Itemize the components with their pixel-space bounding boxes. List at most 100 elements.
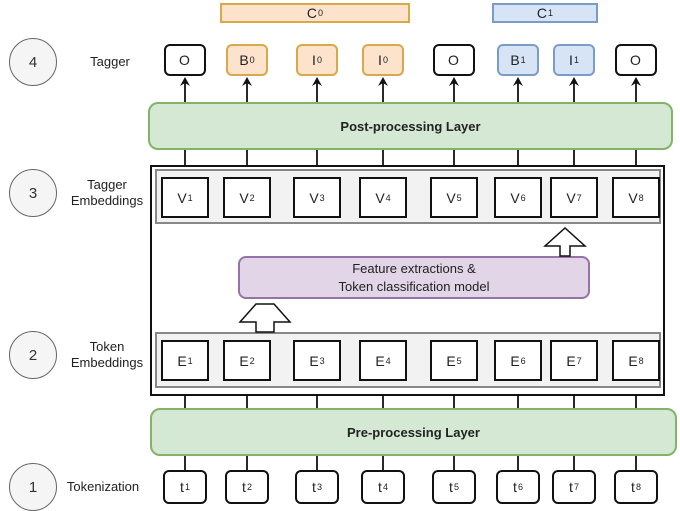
token-box-label: t	[180, 479, 184, 495]
token-box-sub: 2	[246, 482, 252, 492]
tagger-embedding-box-label: V	[628, 189, 638, 206]
tag-box: O	[615, 44, 657, 76]
arrow-head-icon	[180, 77, 190, 86]
token-embedding-box-sub: 5	[456, 355, 462, 366]
chunk-label: C	[306, 5, 318, 21]
token-box-sub: 6	[517, 482, 523, 492]
token-embedding-box-sub: 7	[576, 355, 582, 366]
tagger-embedding-box-sub: 2	[249, 192, 255, 203]
tag-box-sub: 1	[573, 55, 579, 65]
token-box-sub: 5	[453, 482, 459, 492]
token-box-sub: 7	[573, 482, 579, 492]
tagger-embedding-box-label: V	[239, 189, 249, 206]
token-box-label: t	[569, 479, 573, 495]
tagger-embedding-box-label: V	[566, 189, 576, 206]
arrow-head-icon	[631, 77, 641, 86]
tag-box-sub: 0	[316, 55, 322, 65]
tagger-embedding-box-label: V	[177, 189, 187, 206]
token-embedding-box-sub: 2	[249, 355, 255, 366]
tag-box-label: I	[312, 52, 316, 68]
token-box-sub: 3	[316, 482, 322, 492]
token-box-sub: 4	[382, 482, 388, 492]
token-box-label: t	[631, 479, 635, 495]
model-line2: Token classification model	[338, 278, 490, 294]
token-embedding-box-label: E	[239, 352, 249, 369]
tagger-embedding-box-sub: 3	[319, 192, 325, 203]
tagger-embedding-box-sub: 5	[456, 192, 462, 203]
tagger-embedding-box-sub: 8	[638, 192, 644, 203]
tagger-embedding-box-label: V	[446, 189, 456, 206]
chunk-label: C	[536, 5, 548, 21]
tag-box-label: O	[448, 52, 459, 68]
tagger-embedding-box-label: V	[510, 189, 520, 206]
token-embedding-box-label: E	[510, 352, 520, 369]
tagger-embedding-box-label: V	[309, 189, 319, 206]
tag-box-label: O	[630, 52, 641, 68]
token-box-sub: 8	[635, 482, 641, 492]
tagger-embedding-box-sub: 1	[187, 192, 193, 203]
tag-box-label: B	[239, 52, 249, 68]
tag-box-sub: 1	[520, 55, 526, 65]
token-embedding-box-label: E	[628, 352, 638, 369]
token-box-label: t	[449, 479, 453, 495]
token-embedding-box-sub: 1	[187, 355, 193, 366]
token-box-label: t	[242, 479, 246, 495]
token-embedding-box-sub: 4	[385, 355, 391, 366]
pre-processing-layer: Pre-processing Layer	[150, 408, 677, 456]
tag-box-label: I	[378, 52, 382, 68]
token-box-label: t	[312, 479, 316, 495]
arrow-head-icon	[569, 77, 579, 86]
token-embedding-box-label: E	[177, 352, 187, 369]
tag-box: O	[164, 44, 206, 76]
tag-box-sub: 0	[382, 55, 388, 65]
stage-2-circle: 2	[9, 331, 57, 379]
tag-box-label: I	[569, 52, 573, 68]
stage-3-label: Tagger Embeddings	[70, 177, 144, 208]
token-embedding-box-label: E	[309, 352, 319, 369]
tagger-embedding-box-sub: 4	[385, 192, 391, 203]
tagger-embedding-box-sub: 6	[520, 192, 526, 203]
stage-4-circle: 4	[9, 38, 57, 86]
token-embedding-box-label: E	[566, 352, 576, 369]
arrow-head-icon	[513, 77, 523, 86]
tagger-embedding-box-sub: 7	[576, 192, 582, 203]
feature-extraction-model: Feature extractions &Token classificatio…	[238, 256, 590, 299]
tag-box-label: O	[179, 52, 190, 68]
chunk-sub: 0	[318, 8, 324, 18]
token-embedding-box-sub: 3	[319, 355, 325, 366]
stage-number: 2	[28, 346, 38, 364]
stage-number: 4	[28, 53, 38, 71]
stage-3-circle: 3	[9, 169, 57, 217]
token-box-label: t	[378, 479, 382, 495]
arrow-head-icon	[312, 77, 322, 86]
arrow-head-icon	[378, 77, 388, 86]
token-box-sub: 1	[184, 482, 190, 492]
tag-box: O	[433, 44, 475, 76]
stage-2-label: Token Embeddings	[70, 339, 144, 370]
arrow-head-icon	[242, 77, 252, 86]
tagger-embedding-box-label: V	[375, 189, 385, 206]
